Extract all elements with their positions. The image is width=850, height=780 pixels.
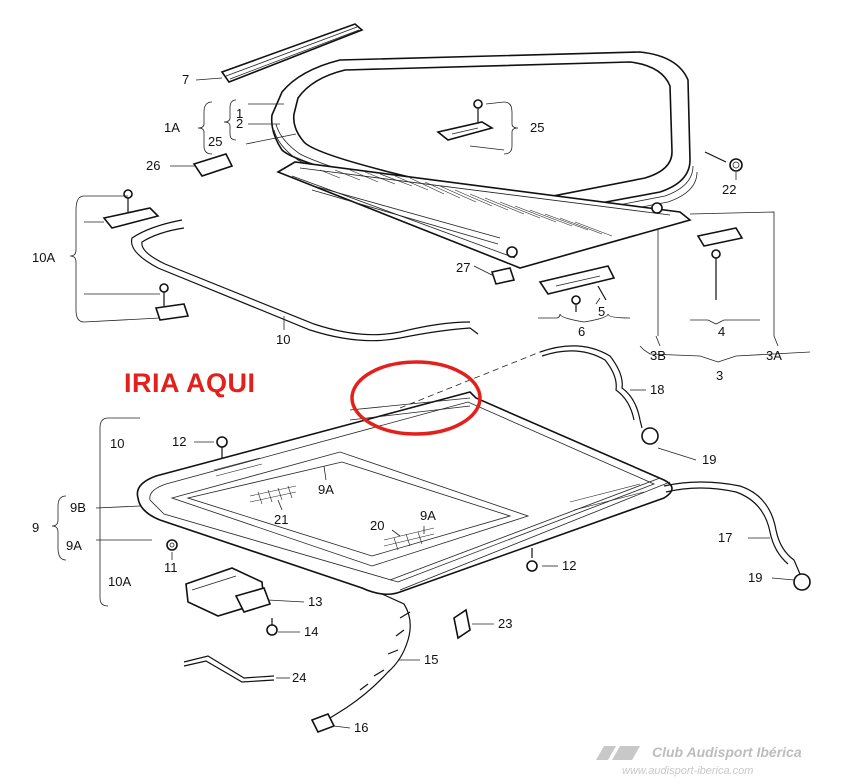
part-14-screw [266,618,278,636]
label-3a: 3A [766,348,782,363]
red-annotation: IRIA AQUI [124,360,482,436]
label-15: 15 [424,652,438,667]
watermark-brand: Club Audisport Ibérica [652,744,802,760]
part-5-6-bracket [538,265,616,312]
part-18-drain-hose [539,345,643,429]
label-25-left: 25 [208,134,222,149]
part-19-drain-valve-bottom [793,573,811,591]
part-19-drain-valve-top [641,427,659,445]
label-10-bottom: 10 [110,436,124,451]
label-26: 26 [146,158,160,173]
watermark: Club Audisport Ibérica www.audisport-ibe… [596,744,802,777]
label-9a-left: 9A [66,538,82,553]
part-16-connector [310,712,336,734]
part-25-bracket [436,99,495,141]
part-12-screw-right [526,548,538,572]
label-13: 13 [308,594,322,609]
label-5: 5 [598,304,605,319]
label-10a-bottom: 10A [108,574,131,589]
label-27: 27 [456,260,470,275]
part-12-screw-left [216,436,228,458]
label-7: 7 [182,72,189,87]
label-4: 4 [718,324,725,339]
part-labels: 7 1 1A 2 25 25 26 22 10A 10 27 5 6 4 3B … [32,72,782,735]
label-2: 2 [236,116,243,131]
part-26-cap [192,153,234,177]
part-10-guide-bar [130,219,479,342]
part-23-clip [453,608,471,640]
annotation-text: IRIA AQUI [124,368,256,398]
label-18: 18 [650,382,664,397]
sunroof-frame [136,391,673,596]
label-11: 11 [164,560,178,575]
part-11-nut [166,539,178,551]
label-19-top: 19 [702,452,716,467]
label-9a-lower: 9A [420,508,436,523]
label-1a: 1A [164,120,180,135]
label-19-bottom: 19 [748,570,762,585]
part-7-seal-strip [220,23,364,83]
label-9: 9 [32,520,39,535]
label-3: 3 [716,368,723,383]
label-23: 23 [498,616,512,631]
annotation-circle [350,360,482,436]
label-1: 1 [236,106,243,121]
label-12-left: 12 [172,434,186,449]
part-22-screw [704,151,743,172]
watermark-logo-icon [596,746,640,760]
label-14: 14 [304,624,318,639]
label-6: 6 [578,324,585,339]
label-16: 16 [354,720,368,735]
label-10a-top: 10A [32,250,55,265]
part-24-wrench [183,655,275,683]
label-21: 21 [274,512,288,527]
part-27-bracket [490,267,516,285]
part-13-motor [185,567,272,617]
leader-lines [51,77,811,729]
label-24: 24 [292,670,306,685]
label-17: 17 [718,530,732,545]
part-frame-shade [276,161,692,269]
label-20: 20 [370,518,384,533]
label-22: 22 [722,182,736,197]
label-9a-upper: 9A [318,482,334,497]
label-10-top: 10 [276,332,290,347]
label-9b: 9B [70,500,86,515]
part-15-cable [329,593,411,719]
part-17-drain-hose [663,481,801,575]
part-4-bracket [696,227,744,300]
label-25-right: 25 [530,120,544,135]
label-3b: 3B [650,348,666,363]
watermark-url: www.audisport-iberica.com [622,765,753,777]
label-12-right: 12 [562,558,576,573]
part-10a-top-brackets [102,189,190,321]
